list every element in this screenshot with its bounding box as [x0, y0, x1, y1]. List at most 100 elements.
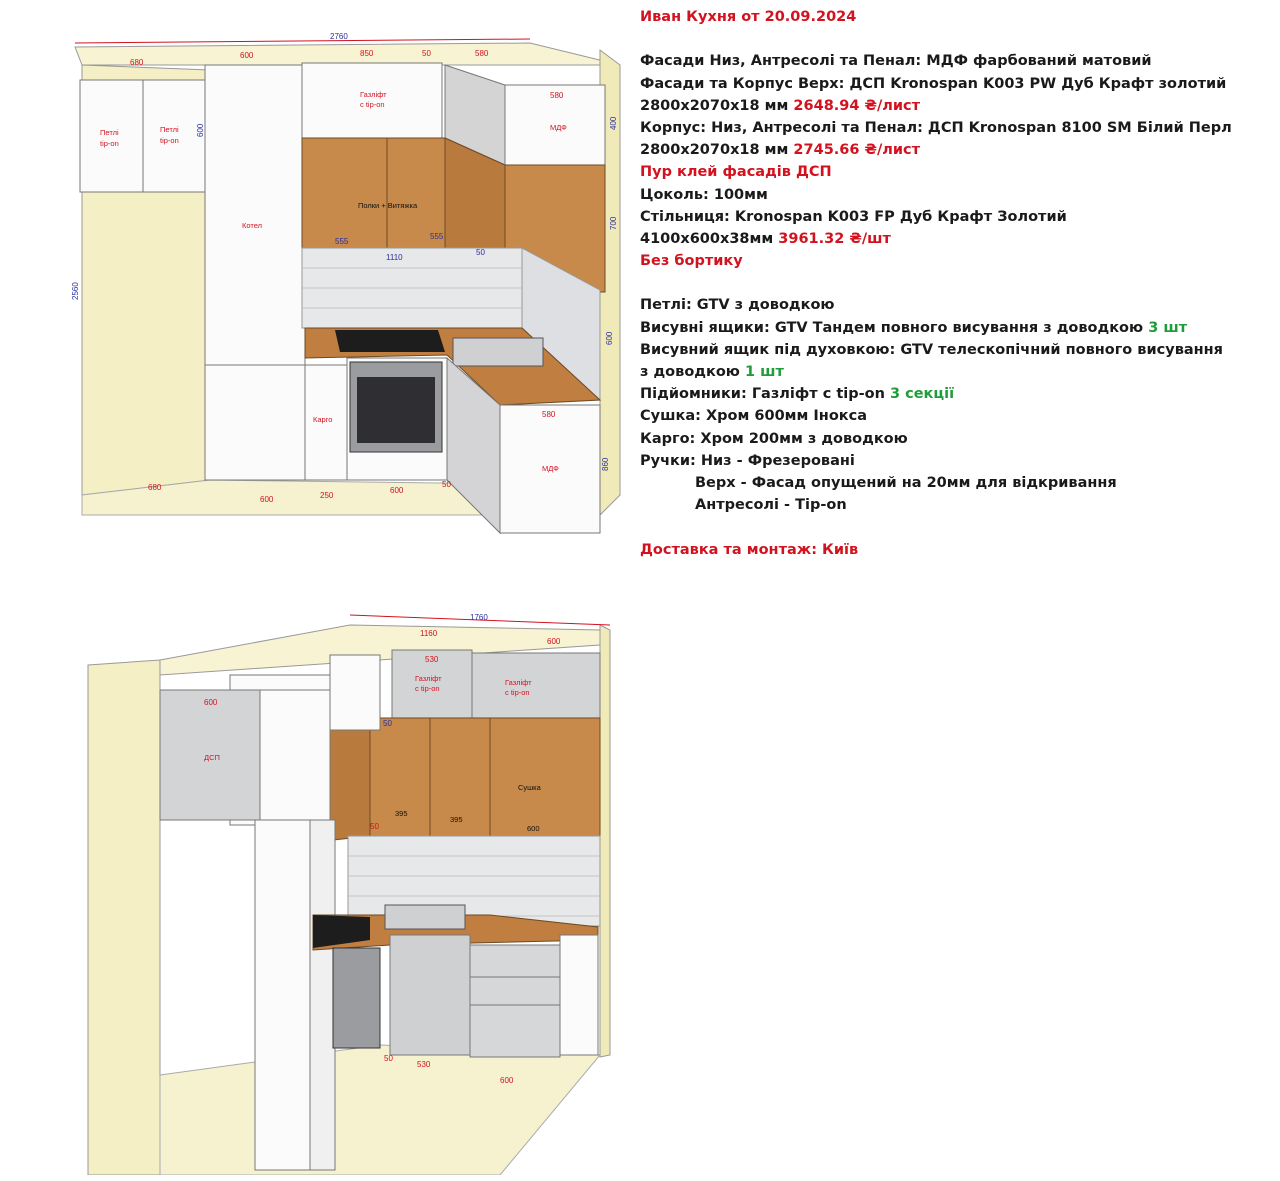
spec-facades-top-price: 2648.94 ₴/лист	[793, 97, 921, 114]
dim-b600: 600	[260, 495, 274, 504]
spec-countertop-size-row: 4100x600x38мм 3961.32 ₴/шт	[640, 228, 1270, 250]
label-dryer: Сушка	[518, 783, 542, 792]
dim-530: 530	[425, 655, 439, 664]
spec-drawers-row: Висувні ящики: GTV Тандем повного висува…	[640, 317, 1270, 339]
lower-tall	[204, 364, 306, 481]
hob	[335, 330, 445, 352]
spec-handles-3: Антресолі - Tip-on	[695, 497, 847, 514]
ceiling	[74, 42, 621, 66]
dim-1110: 1110	[386, 253, 403, 262]
spec-facades-main: Фасади Низ, Антресолі та Пенал: МДФ фарб…	[640, 53, 1152, 70]
dim-580-bottom: 580	[542, 410, 556, 419]
dim-b50: 50	[384, 1054, 393, 1063]
dim-50: 50	[422, 49, 431, 58]
spec-delivery: Доставка та монтаж: Київ	[640, 541, 859, 558]
lower-mdf	[499, 404, 601, 534]
dim-580b: 580	[550, 91, 564, 100]
oven	[332, 947, 381, 1049]
gaslift-cab-b	[471, 652, 601, 729]
spec-lifts: Підйомники: Газліфт с tip-on	[640, 386, 885, 403]
dim-h700: 700	[609, 216, 618, 230]
spec-facades-top-size: 2800x2070x18 мм	[640, 97, 789, 114]
label-tipon-b: tip-on	[160, 136, 179, 145]
dim-d50: 50	[383, 719, 392, 728]
dim-b50: 50	[442, 480, 451, 489]
spec-cargo: Карго: Хром 200мм з доводкою	[640, 430, 908, 447]
label-gaslift-tipon: с tip-on	[360, 100, 385, 109]
dim-1160: 1160	[420, 629, 438, 638]
label-gaslift-b: Газліфт	[505, 678, 532, 687]
dsp-antresol-r	[259, 689, 331, 821]
spec-body-size: 2800x2070x18 мм	[640, 142, 789, 159]
right-wall	[599, 624, 611, 1058]
pencil-case	[254, 819, 311, 1171]
dim-h860: 860	[601, 457, 610, 471]
dim-600-top: 600	[547, 637, 561, 646]
dim-600: 600	[240, 51, 254, 60]
dim-top-2760: 2760	[330, 32, 348, 41]
pencil-case-side	[309, 819, 336, 1171]
ceiling-box	[159, 624, 601, 676]
label-tipon-a: с tip-on	[415, 684, 440, 693]
dim-b530: 530	[417, 1060, 431, 1069]
label-mdf-bottom: МДФ	[542, 464, 559, 473]
spec-facades-top: Фасади та Корпус Верх: ДСП Kronospan K00…	[640, 75, 1227, 92]
tall-white-b	[329, 654, 381, 731]
spec-no-edge: Без бортику	[640, 253, 743, 270]
dim-h600b: 600	[605, 331, 614, 345]
label-tipon-a: tip-on	[100, 139, 119, 148]
spec-glue: Пур клей фасадів ДСП	[640, 164, 832, 181]
spec-facades-top-size-row: 2800x2070x18 мм 2648.94 ₴/лист	[640, 95, 1270, 117]
lower-end	[559, 934, 599, 1056]
dim-b600: 600	[500, 1076, 514, 1085]
label-mdf-top: МДФ	[550, 123, 567, 132]
kitchen-render-side: 1760 Газліфт с tip-on 530 Газліфт с tip-…	[87, 613, 611, 1175]
dim-555b: 555	[430, 232, 444, 241]
dim-h2560: 2560	[71, 282, 80, 300]
spec-body: Корпус: Низ, Антресолі та Пенал: ДСП Kro…	[640, 119, 1232, 136]
spec-countertop: Стільниця: Kronospan K003 FP Дуб Крафт З…	[640, 208, 1067, 225]
spec-plinth: Цоколь: 100мм	[640, 186, 768, 203]
dim-b250: 250	[320, 491, 334, 500]
spec-countertop-size: 4100x600x38мм	[640, 230, 774, 247]
dsp-antresol	[159, 689, 261, 821]
dim-850: 850	[360, 49, 374, 58]
dim-h600: 600	[196, 123, 205, 137]
hob	[313, 915, 370, 948]
label-hinges-b: Петлі	[160, 125, 179, 134]
dim-b680: 680	[148, 483, 162, 492]
dim-d600: 600	[527, 824, 540, 833]
label-tipon-b: с tip-on	[505, 688, 530, 697]
lower-grey	[389, 934, 471, 1056]
spec-oven-drawer: Висувний ящик під духовкою: GTV телескоп…	[640, 341, 1223, 358]
spec-lifts-qty: 3 секції	[889, 386, 955, 403]
label-gaslift: Газліфт	[360, 90, 387, 99]
spec-lifts-row: Підйомники: Газліфт с tip-on 3 секції	[640, 383, 1270, 405]
spec-body-price: 2745.66 ₴/лист	[793, 142, 921, 159]
dim-395a: 395	[395, 809, 408, 818]
sink	[452, 337, 544, 367]
dim-b600b: 600	[390, 486, 404, 495]
dim-680: 680	[130, 58, 144, 67]
spec-drawers: Висувні ящики: GTV Тандем повного висува…	[640, 319, 1144, 336]
upper-wood	[369, 717, 601, 837]
label-boiler: Котел	[242, 221, 262, 230]
dim-h400: 400	[609, 116, 618, 130]
label-gaslift-a: Газліфт	[415, 674, 442, 683]
spec-body-size-row: 2800x2070x18 мм 2745.66 ₴/лист	[640, 139, 1270, 161]
left-wall	[87, 659, 161, 1175]
dim-395b: 395	[450, 815, 463, 824]
spec-oven-drawer-row: з доводкою 1 шт	[640, 361, 1270, 383]
sink	[384, 904, 466, 930]
spec-dryer: Сушка: Хром 600мм Інокса	[640, 408, 868, 425]
dim-580: 580	[475, 49, 489, 58]
spec-handles-2: Верх - Фасад опущений на 20мм для відкри…	[695, 474, 1117, 491]
label-shelves: Полки + Витяжка	[358, 201, 418, 210]
label-hinges-a: Петлі	[100, 128, 119, 137]
dim-1760: 1760	[470, 613, 488, 622]
spec-handles-1: Ручки: Низ - Фрезеровані	[640, 452, 855, 469]
spec-drawers-qty: 3 шт	[1148, 319, 1188, 336]
lower-drawers	[469, 944, 561, 1058]
dim-555a: 555	[335, 237, 349, 246]
label-dsp: ДСП	[204, 753, 220, 762]
